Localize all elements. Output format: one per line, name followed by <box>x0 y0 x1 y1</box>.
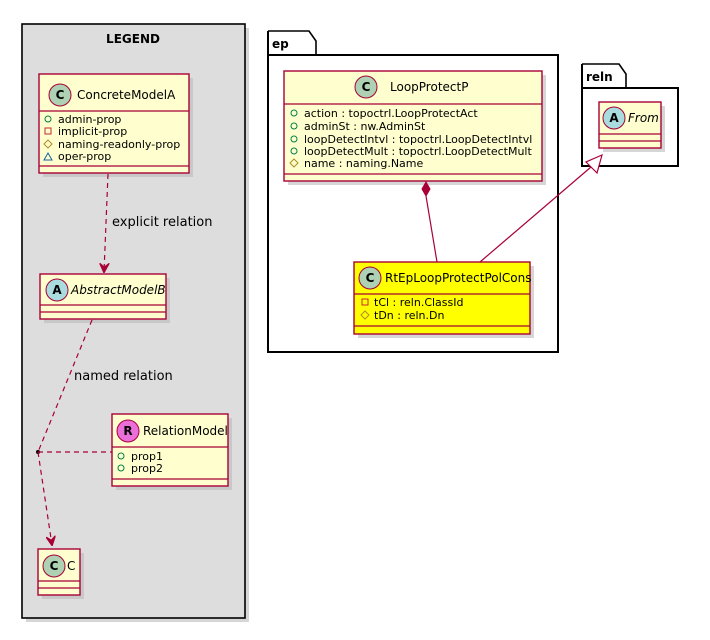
public-visibility-icon <box>290 109 298 117</box>
class-name: AbstractModelB <box>70 283 166 297</box>
legend-class-abstract[interactable]: A AbstractModelB <box>39 273 170 323</box>
attribute: tCl : reln.ClassId <box>374 296 464 309</box>
attribute: prop1 <box>131 450 163 463</box>
protected-visibility-icon <box>360 310 370 320</box>
legend-title: LEGEND <box>106 32 160 46</box>
class-name: RtEpLoopProtectPolCons <box>385 271 532 285</box>
svg-text:A: A <box>609 111 619 125</box>
svg-text:C: C <box>50 559 59 573</box>
named-relation-edge: named relation <box>36 319 173 545</box>
class-name: C <box>67 559 75 573</box>
attribute: naming-readonly-prop <box>58 138 180 151</box>
attribute: action : topoctrl.LoopProtectAct <box>304 107 478 120</box>
public-visibility-icon <box>117 464 125 472</box>
svg-text:R: R <box>123 424 132 438</box>
composition-diamond-icon <box>421 180 431 198</box>
legend-class-c[interactable]: C C <box>37 548 84 599</box>
svg-text:C: C <box>362 80 371 94</box>
class-rteploopprotectpolcons[interactable]: C RtEpLoopProtectPolCons tCl : reln.Clas… <box>353 261 534 338</box>
public-visibility-icon <box>117 452 125 460</box>
class-badge-icon: C <box>354 75 378 99</box>
public-visibility-icon <box>290 122 298 130</box>
legend-class-relation[interactable]: R RelationModel prop1 prop2 <box>111 413 232 490</box>
class-name: ConcreteModelA <box>77 88 176 102</box>
attribute: adminSt : nw.AdminSt <box>304 120 426 133</box>
private-visibility-icon <box>361 298 369 306</box>
public-visibility-icon <box>44 115 52 123</box>
attribute: tDn : reln.Dn <box>374 309 444 322</box>
attribute: name : naming.Name <box>304 157 424 170</box>
class-badge-icon: C <box>42 554 66 578</box>
relation-label: explicit relation <box>112 215 212 230</box>
attribute: oper-prop <box>58 150 111 163</box>
explicit-relation-edge: explicit relation <box>104 173 212 272</box>
svg-text:A: A <box>52 283 62 297</box>
attribute: implicit-prop <box>58 125 127 138</box>
package-name: reln <box>586 70 613 84</box>
attribute: loopDetectMult : topoctrl.LoopDetectMult <box>304 145 532 158</box>
abstract-badge-icon: A <box>602 106 626 130</box>
attribute: admin-prop <box>58 113 121 126</box>
svg-text:C: C <box>366 271 375 285</box>
relation-label: named relation <box>74 369 173 384</box>
package-name: ep <box>272 37 289 51</box>
package-visibility-icon <box>43 151 53 161</box>
composition-edge <box>421 180 438 263</box>
private-visibility-icon <box>44 127 52 135</box>
class-badge-icon: C <box>358 266 382 290</box>
class-name: From <box>628 111 659 125</box>
protected-visibility-icon <box>289 158 299 168</box>
class-from[interactable]: A From <box>598 101 665 152</box>
class-name: RelationModel <box>143 424 228 438</box>
legend-class-concrete[interactable]: C ConcreteModelA admin-prop implicit-pro… <box>38 73 193 177</box>
protected-visibility-icon <box>43 139 53 149</box>
svg-text:C: C <box>56 88 65 102</box>
attribute: prop2 <box>131 462 163 475</box>
public-visibility-icon <box>290 147 298 155</box>
relation-badge-icon: R <box>116 419 140 443</box>
inheritance-arrow-icon <box>584 153 603 175</box>
generalization-edge <box>479 153 603 263</box>
class-badge-icon: C <box>48 83 72 107</box>
class-loopprotectp[interactable]: C LoopProtectP action : topoctrl.LoopPro… <box>283 70 546 185</box>
public-visibility-icon <box>290 135 298 143</box>
abstract-badge-icon: A <box>45 278 69 302</box>
class-name: LoopProtectP <box>390 80 468 94</box>
attribute: loopDetectIntvl : topoctrl.LoopDetectInt… <box>304 133 532 146</box>
